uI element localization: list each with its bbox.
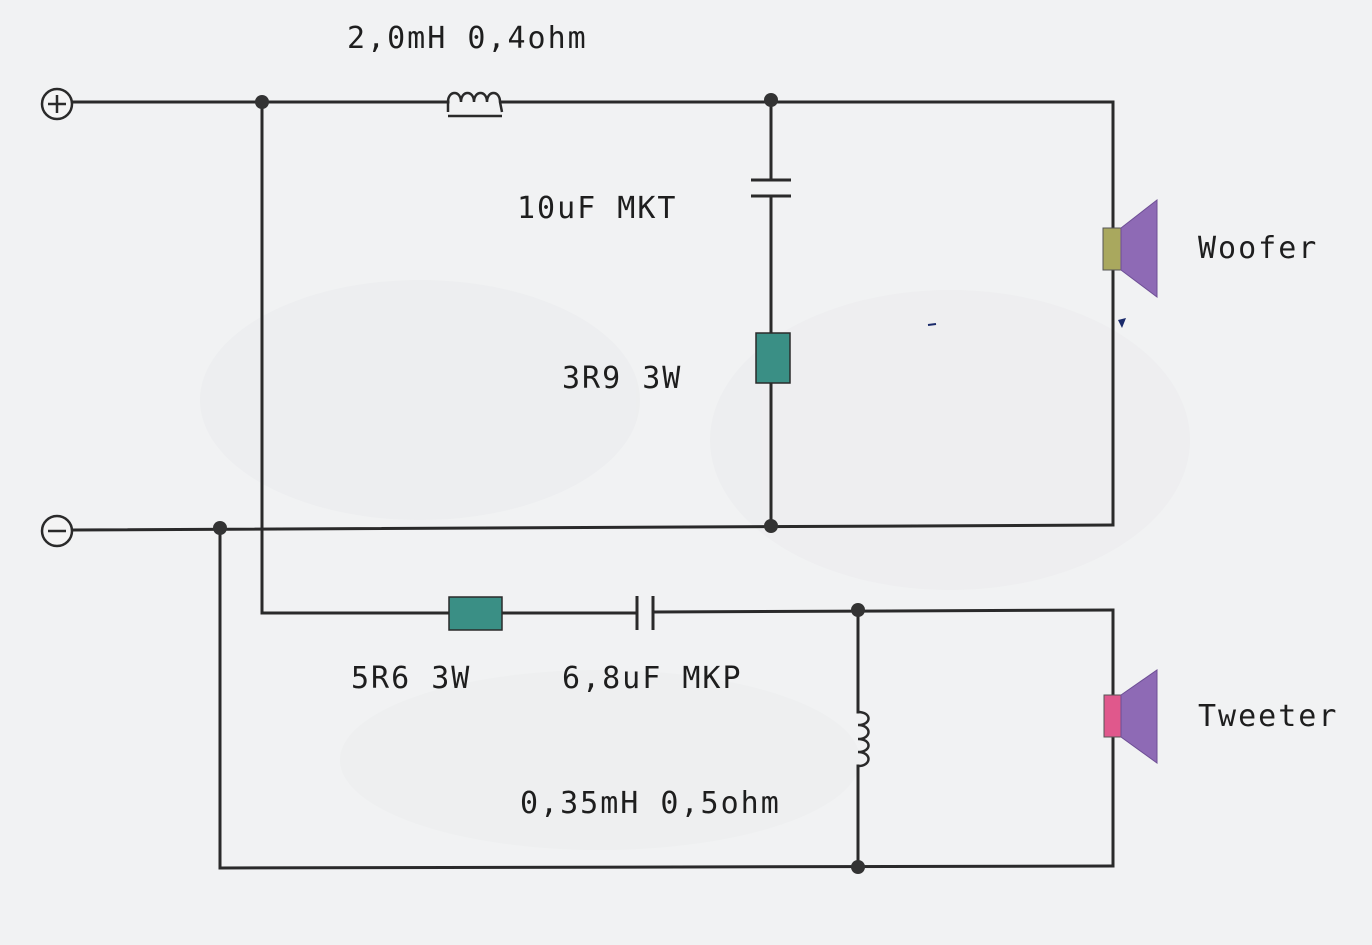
wire-negative-rail bbox=[70, 523, 1115, 532]
positive-terminal bbox=[40, 87, 74, 121]
tweeter-series-capacitor bbox=[635, 596, 655, 630]
wire-tweeter-feed-c bbox=[652, 608, 1115, 614]
tweeter-speaker-label: Tweeter bbox=[1198, 699, 1338, 734]
scan-specks bbox=[927, 318, 1126, 328]
woofer-inductor-label: 2,0mH 0,4ohm bbox=[347, 21, 588, 56]
woofer-magnet bbox=[1102, 227, 1122, 271]
woofer-series-inductor bbox=[446, 91, 504, 118]
junction-dot bbox=[851, 860, 865, 874]
tweeter-shunt-inductor bbox=[857, 710, 870, 768]
woofer-shunt-capacitor bbox=[751, 178, 791, 198]
tweeter-cone bbox=[1120, 669, 1158, 764]
paper-texture bbox=[200, 280, 1190, 850]
junctions bbox=[213, 93, 865, 874]
minus-terminal-icon bbox=[40, 514, 74, 548]
woofer-speaker-label: Woofer bbox=[1198, 231, 1318, 266]
labels: 2,0mH 0,4ohm 10uF MKT 3R9 3W Woofer 5R6 … bbox=[347, 21, 1338, 821]
junction-dot bbox=[255, 95, 269, 109]
woofer-shunt-resistor bbox=[755, 332, 791, 384]
wire-tweeter-return-bottom bbox=[218, 864, 1115, 870]
woofer-resistor-label: 3R9 3W bbox=[562, 361, 682, 396]
tweeter-series-resistor bbox=[448, 596, 503, 631]
tweeter-magnet bbox=[1103, 694, 1122, 738]
tweeter-capacitor-label: 6,8uF MKP bbox=[562, 661, 743, 696]
junction-dot bbox=[213, 521, 227, 535]
woofer-capacitor-label: 10uF MKT bbox=[517, 191, 678, 226]
plus-terminal-icon bbox=[40, 87, 74, 121]
tweeter-speaker-icon bbox=[1103, 669, 1158, 764]
inductor-coil-icon bbox=[446, 91, 504, 113]
tweeter-inductor-label: 0,35mH 0,5ohm bbox=[520, 786, 781, 821]
tweeter-resistor-label: 5R6 3W bbox=[351, 661, 471, 696]
junction-dot bbox=[764, 93, 778, 107]
woofer-cone bbox=[1120, 198, 1158, 298]
junction-dot bbox=[764, 519, 778, 533]
inductor-coil-icon bbox=[857, 710, 870, 768]
wires bbox=[70, 98, 1115, 870]
woofer-speaker-icon bbox=[1102, 198, 1158, 298]
negative-terminal bbox=[40, 514, 74, 548]
junction-dot bbox=[851, 603, 865, 617]
